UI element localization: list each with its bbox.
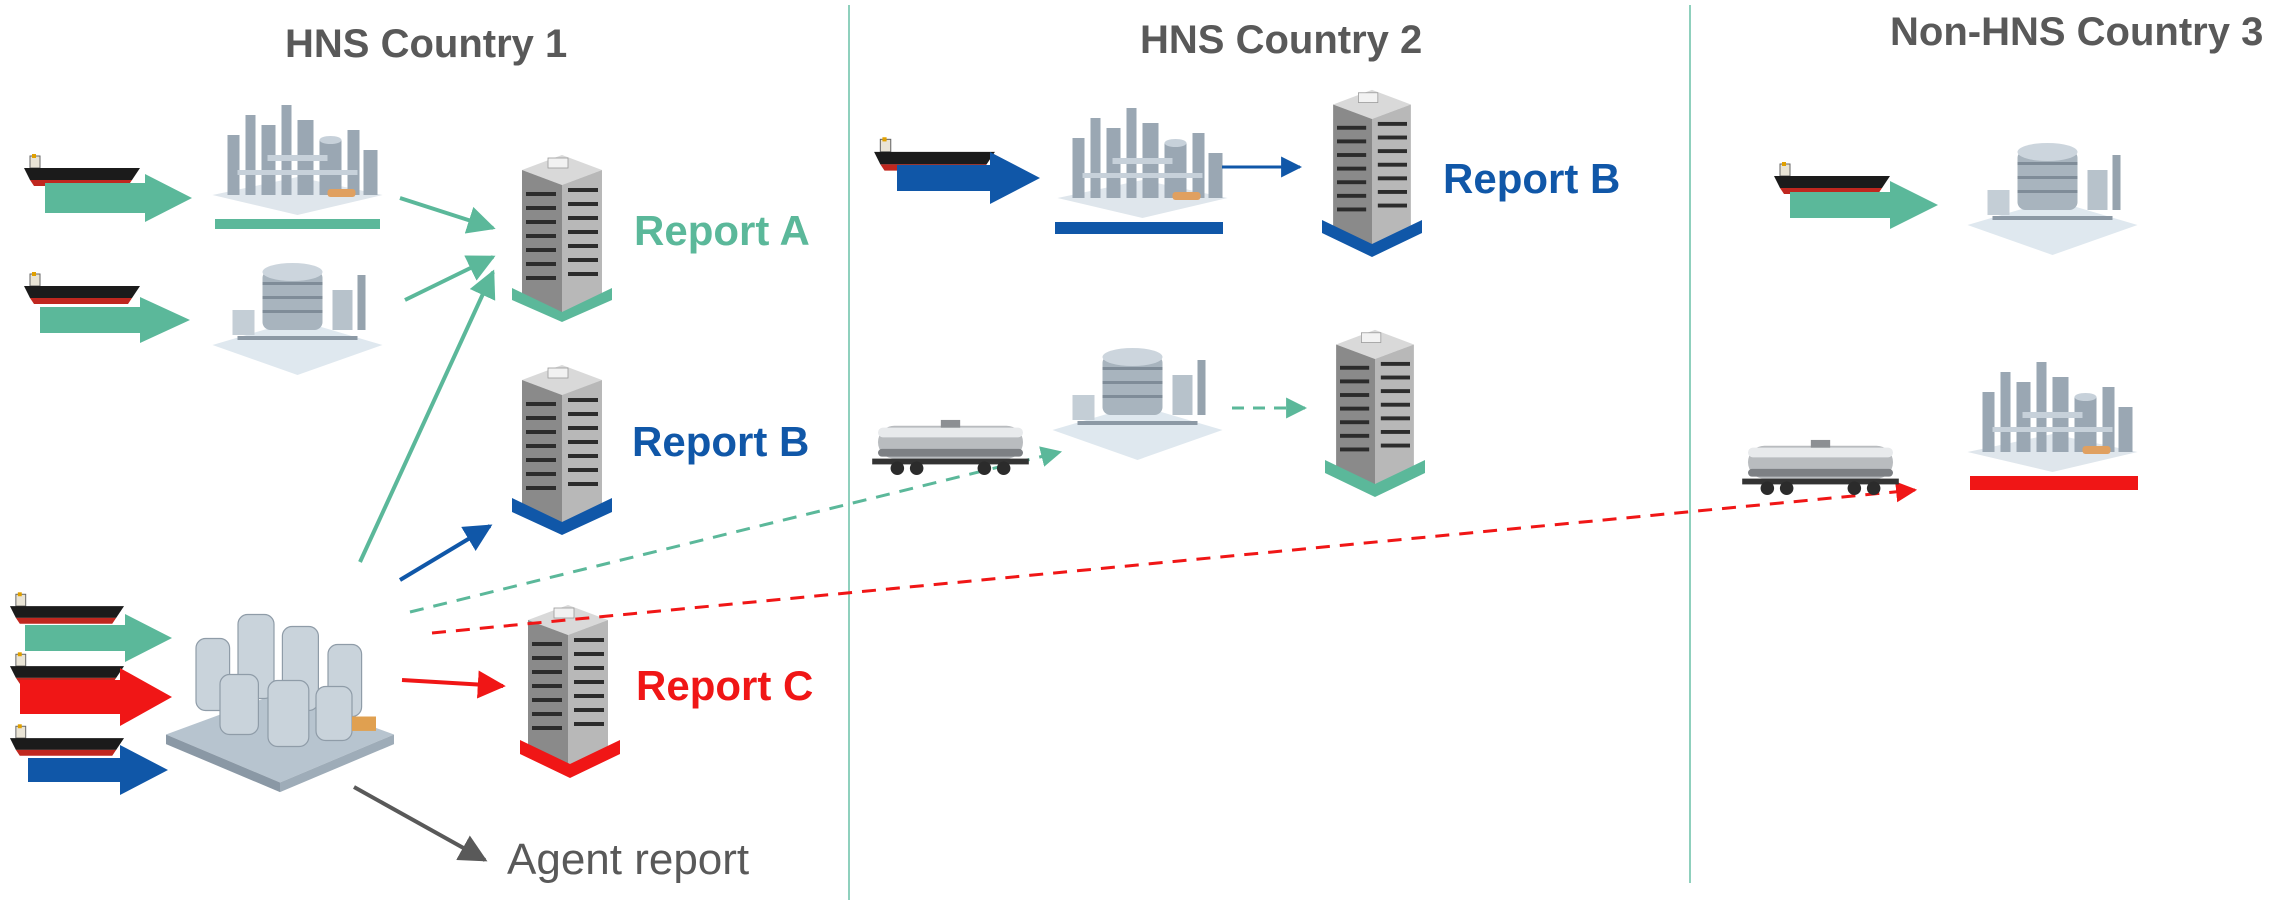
flow-line <box>401 670 506 699</box>
tank-farm-icon <box>165 613 395 793</box>
country-3-title: Non-HNS Country 3 <box>1890 10 2264 54</box>
building-icon-country-2 <box>1335 329 1415 491</box>
country-1-title: HNS Country 1 <box>285 22 568 66</box>
green-flow-arrow <box>25 614 172 662</box>
gas-plant-icon <box>1052 348 1223 460</box>
flow-line <box>399 196 496 234</box>
refinery-icon <box>1967 362 2138 472</box>
country-2-title: HNS Country 2 <box>1140 18 1423 62</box>
rail-tank-car-icon <box>872 419 1029 476</box>
red-flow-arrow <box>20 668 172 726</box>
building-base-green <box>512 288 612 322</box>
building-icon-report-b-country-2 <box>1332 89 1412 251</box>
agent-report-label: Agent report <box>507 835 750 884</box>
ship-icon <box>9 723 125 757</box>
green-flow-arrow <box>45 174 192 222</box>
flow-line <box>398 524 493 582</box>
ship-icon <box>9 591 125 625</box>
building-base-blue <box>512 498 612 535</box>
blue-flow-arrow <box>897 152 1040 204</box>
green-flow-arrow <box>1790 181 1938 229</box>
report-b-country-2-label: Report B <box>1443 155 1621 202</box>
refinery-base-green <box>215 219 380 229</box>
flow-line <box>358 269 496 563</box>
blue-flow-arrow <box>28 745 168 795</box>
building-base-blue <box>1322 220 1422 257</box>
refinery-base-blue <box>1055 222 1223 234</box>
building-icon-report-c <box>527 604 609 771</box>
report-a-label: Report A <box>634 207 810 254</box>
building-icon-report-b <box>521 364 603 531</box>
ship-icon <box>23 153 141 187</box>
refinery-base-red <box>1970 476 2138 490</box>
refinery-icon <box>1057 108 1228 218</box>
flow-line <box>404 255 496 302</box>
green-flow-arrow <box>40 297 190 343</box>
report-c-label: Report C <box>636 662 814 709</box>
ship-icon <box>23 271 141 305</box>
gas-plant-icon <box>1967 143 2138 255</box>
building-icon-report-a <box>521 154 603 321</box>
dashed-flow-line <box>409 446 1063 614</box>
rail-tank-car-icon <box>1742 439 1899 496</box>
flow-line <box>353 785 488 862</box>
refinery-icon <box>212 105 383 215</box>
ship-icon <box>1773 161 1891 195</box>
ship-icon <box>9 651 125 685</box>
gas-plant-icon <box>212 263 383 375</box>
building-base-green <box>1325 460 1425 497</box>
report-b-label: Report B <box>632 418 810 465</box>
building-base-red <box>520 740 620 778</box>
dashed-flow-line <box>431 481 1918 635</box>
